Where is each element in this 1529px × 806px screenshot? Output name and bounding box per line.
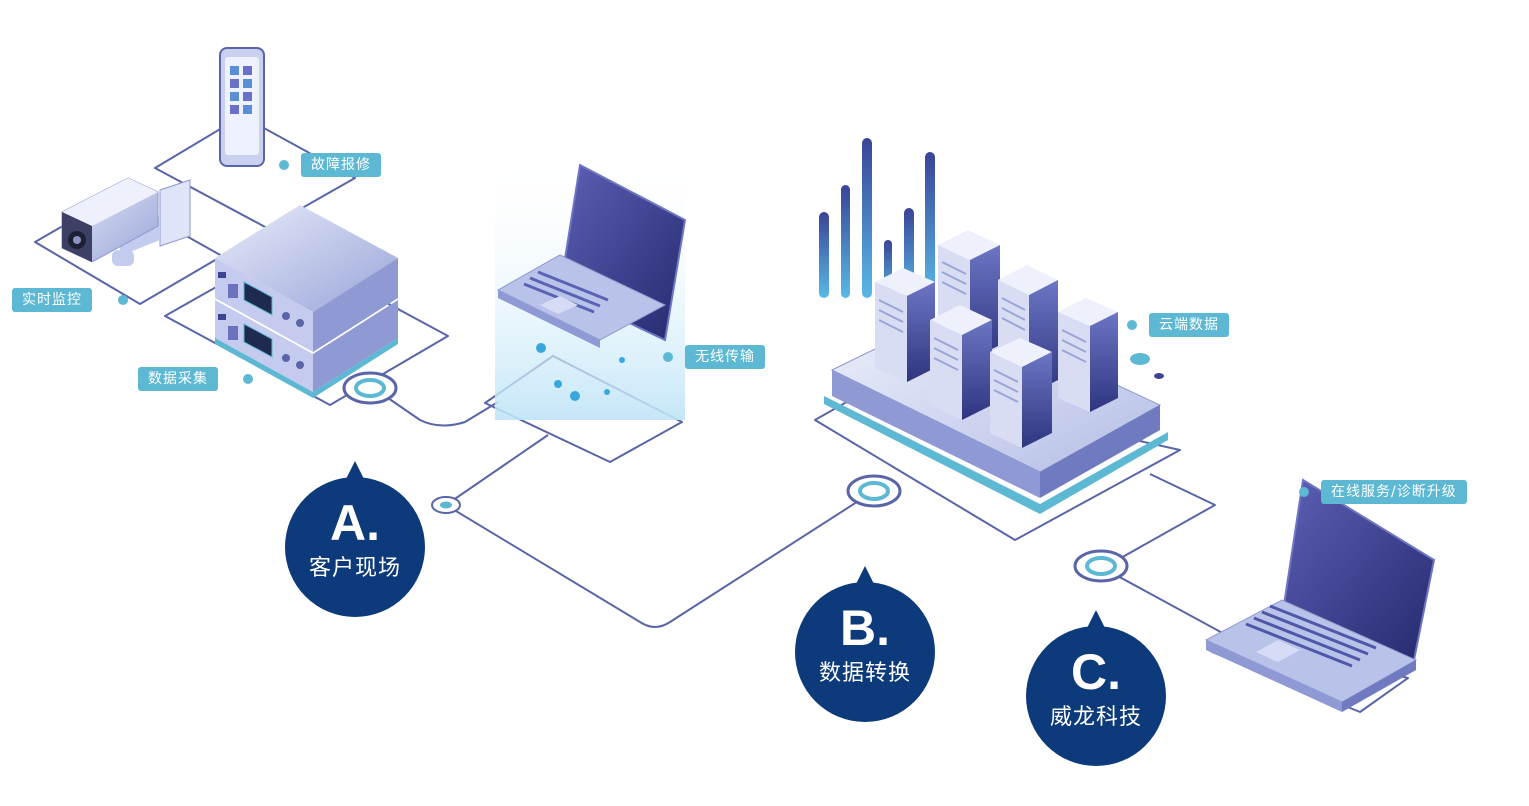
collect-tag-dot — [243, 374, 253, 384]
repair-tag: 故障报修 — [301, 153, 381, 177]
stage-badge-a-pointer — [345, 461, 365, 481]
wireless-tag-dot — [663, 352, 673, 362]
monitor-tag: 实时监控 — [12, 288, 92, 312]
camera-icon — [61, 177, 191, 266]
server-towers — [875, 230, 1118, 448]
stage-c-name: 威龙科技 — [1049, 705, 1142, 730]
ring-node-a — [342, 371, 398, 405]
stage-b-name: 数据转换 — [818, 661, 911, 686]
stage-badge-b: B. 数据转换 — [795, 566, 935, 722]
cloud-tag-dot — [1127, 320, 1137, 330]
wireless-tag: 无线传输 — [685, 345, 765, 369]
stage-b-letter: B. — [840, 600, 890, 656]
stage-badge-b-pointer — [855, 566, 875, 586]
ring-node-small — [431, 496, 461, 514]
laptop-right-icon — [1204, 478, 1436, 712]
repair-tag-dot — [279, 160, 289, 170]
connection-lines — [34, 115, 1409, 713]
cloud-decoration — [1130, 353, 1164, 379]
ring-node-c — [1073, 549, 1129, 583]
stage-a-name: 客户现场 — [308, 556, 401, 581]
collect-tag: 数据采集 — [138, 367, 218, 391]
stage-badge-a: A. 客户现场 — [285, 461, 425, 617]
laptop-center-icon — [496, 163, 687, 348]
online-tag-dot — [1299, 487, 1309, 497]
online-tag: 在线服务/诊断升级 — [1321, 480, 1467, 504]
phone-icon — [219, 47, 265, 167]
stage-a-letter: A. — [330, 495, 380, 551]
cloud-tag: 云端数据 — [1149, 313, 1229, 337]
stage-badge-c-pointer — [1086, 610, 1106, 630]
stage-c-letter: C. — [1071, 644, 1121, 700]
signal-bars — [819, 138, 935, 300]
stage-badge-c: C. 威龙科技 — [1026, 610, 1166, 766]
server-rack-icon — [215, 205, 398, 398]
monitor-tag-dot — [118, 295, 128, 305]
ring-node-b — [846, 474, 902, 508]
